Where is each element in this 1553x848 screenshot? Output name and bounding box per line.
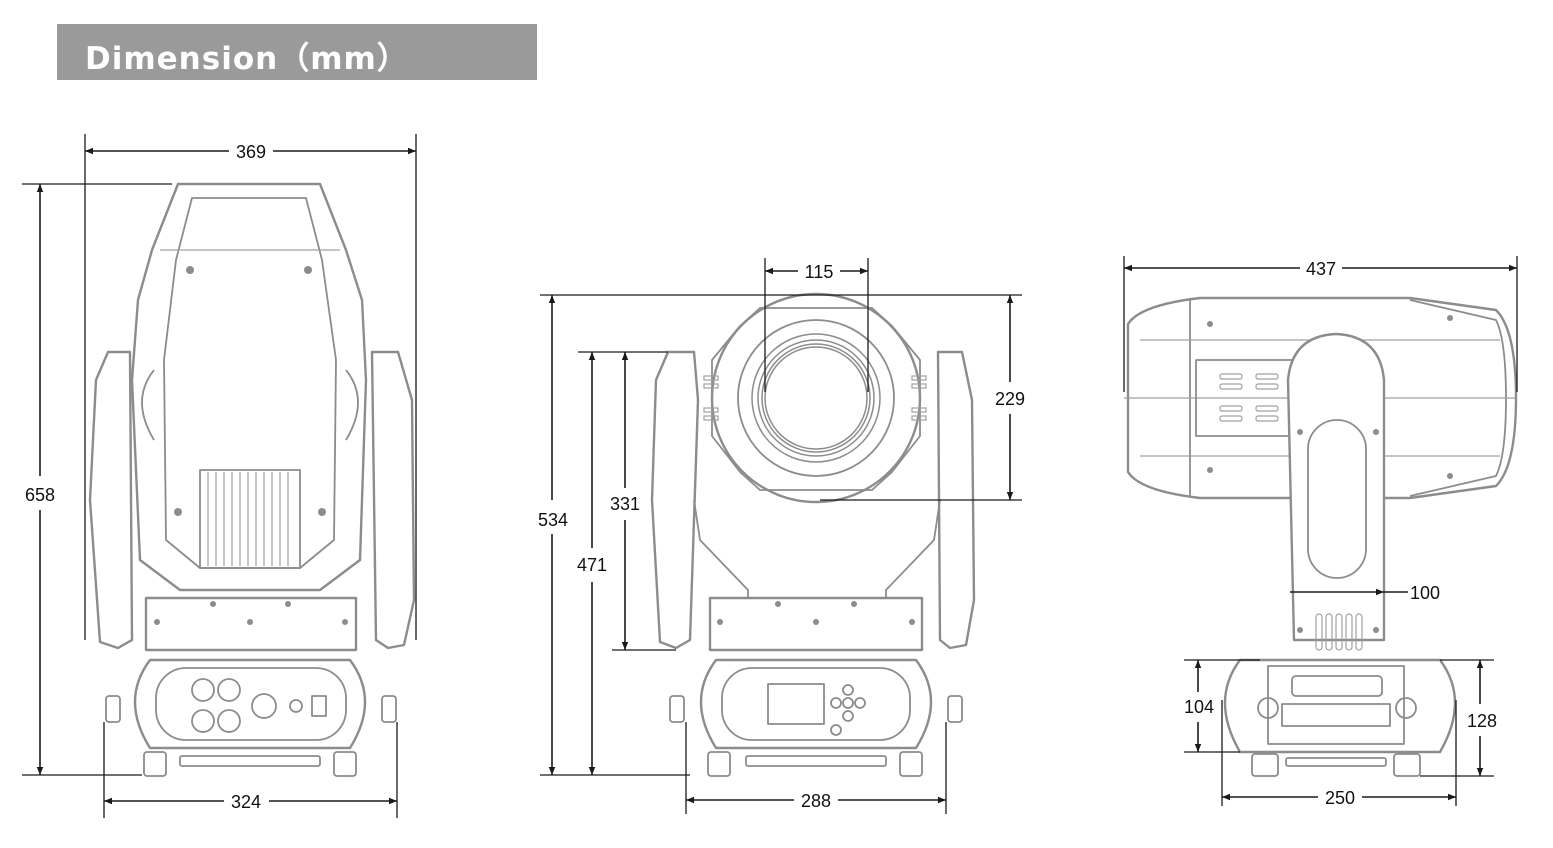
front-left-arm [650, 350, 700, 650]
front-head-height-label: 229 [995, 389, 1025, 409]
rear-base-height-left-label: 104 [1184, 697, 1214, 717]
front-arm-inner-label: 331 [610, 494, 640, 514]
side-height-label: 658 [25, 485, 55, 505]
front-head [703, 292, 927, 504]
title-bar: Dimension（mm） [57, 24, 537, 80]
side-width-top-label: 369 [236, 142, 266, 162]
rear-base-width-label: 250 [1325, 788, 1355, 808]
front-view: 115 229 534 471 331 288 [538, 258, 1025, 814]
side-view: 369 658 324 [22, 134, 417, 818]
front-display-panel [767, 683, 866, 736]
side-vent-grille [199, 469, 301, 569]
front-overall-height-label: 534 [538, 510, 568, 530]
rear-base [1223, 658, 1457, 754]
rear-view: 437 100 104 128 250 [1123, 256, 1518, 808]
front-width-label: 288 [801, 791, 831, 811]
side-right-arm [370, 350, 416, 650]
side-connectors [191, 678, 327, 733]
side-width-base-label: 324 [231, 792, 261, 812]
page-title: Dimension（mm） [85, 41, 409, 77]
front-yoke-bridge [708, 596, 924, 652]
front-base [699, 658, 933, 750]
front-lens-label: 115 [805, 262, 834, 282]
front-arm-height-label: 471 [577, 555, 607, 575]
rear-base-height-right-label: 128 [1467, 711, 1497, 731]
rear-length-label: 437 [1306, 259, 1336, 279]
side-head [130, 182, 368, 592]
rear-yoke-arm [1286, 332, 1386, 642]
side-left-arm [88, 350, 134, 650]
rear-arm-width-label: 100 [1410, 583, 1440, 603]
